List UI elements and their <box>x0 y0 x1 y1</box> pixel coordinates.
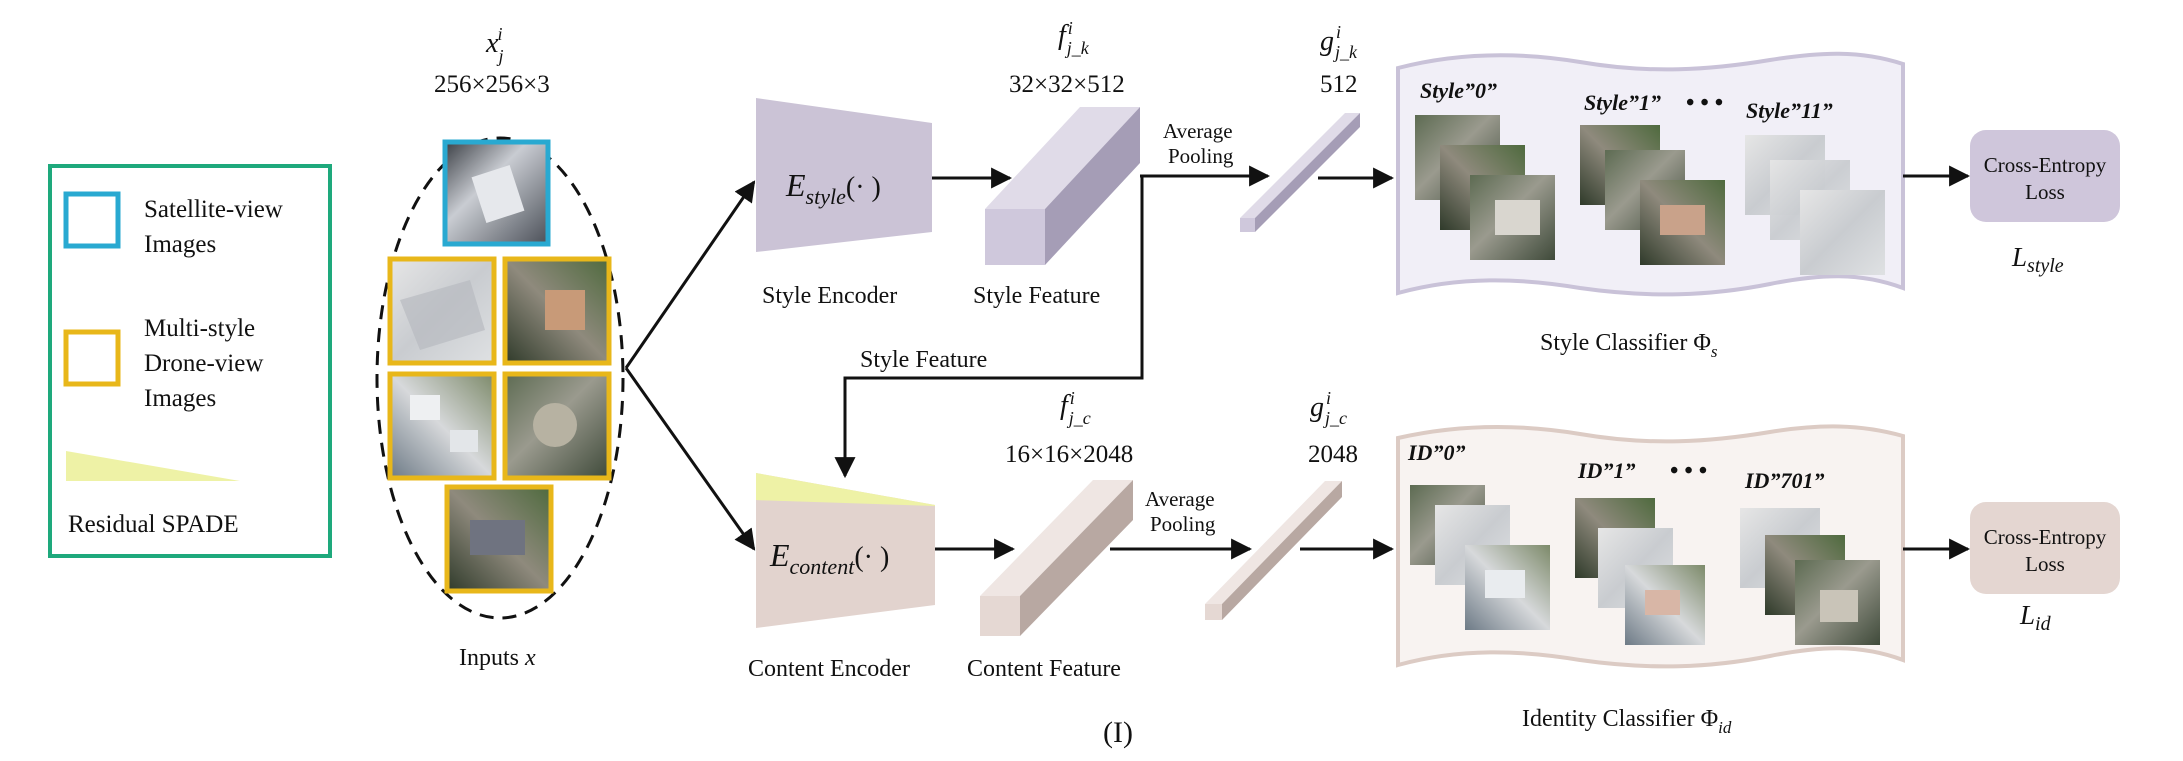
satellite-legend-label-2: Images <box>144 231 216 258</box>
satellite-legend-label-1: Satellite-view <box>144 196 283 223</box>
style-vector-size: 512 <box>1320 71 1358 98</box>
style-class-1-images <box>1580 125 1725 265</box>
drone-image-1 <box>387 256 497 366</box>
identity-class-0-label: ID”0” <box>1407 440 1465 465</box>
input-ellipse <box>375 136 625 620</box>
style-encoder-shape <box>756 98 932 252</box>
identity-class-0-images <box>1410 485 1550 630</box>
style-class-1-label: Style”1” <box>1584 90 1661 115</box>
residual-spade-label: Residual SPADE <box>68 511 239 538</box>
style-class-11-label: Style”11” <box>1746 98 1833 123</box>
identity-loss-label-2: Loss <box>2025 552 2065 576</box>
identity-class-701-label: ID”701” <box>1744 468 1824 493</box>
legend-box <box>48 164 332 558</box>
style-loss-label-2: Loss <box>2025 180 2065 204</box>
drone-image-4 <box>502 371 612 481</box>
content-pooling-label-2: Pooling <box>1150 512 1216 536</box>
residual-spade-swatch <box>66 451 240 481</box>
drone-legend-label-3: Images <box>144 385 216 412</box>
style-pooling-label-1: Average <box>1163 119 1233 143</box>
style-feature-size: 32×32×512 <box>1009 71 1125 98</box>
identity-loss-symbol: Lid <box>2019 600 2052 635</box>
satellite-legend-swatch <box>63 191 121 249</box>
content-encoder-spade-fill <box>756 476 930 505</box>
style-feature-block <box>985 107 1140 265</box>
identity-class-dots: • • • <box>1670 458 1707 484</box>
identity-class-1-images <box>1575 498 1705 645</box>
style-class-0-label: Style”0” <box>1420 78 1497 103</box>
arrow-inputs-to-style <box>624 180 756 369</box>
input-var: xji <box>485 24 503 66</box>
legend: Satellite-view Images Multi-style Drone-… <box>48 164 332 558</box>
identity-loss-label-1: Cross-Entropy <box>1984 525 2107 549</box>
content-vector-size: 2048 <box>1308 441 1358 468</box>
identity-loss-box <box>1970 502 2120 594</box>
style-loss-label-1: Cross-Entropy <box>1984 153 2107 177</box>
input-size: 256×256×3 <box>434 71 550 98</box>
inputs-caption: Inputs x <box>459 645 536 671</box>
style-encoder-caption: Style Encoder <box>762 283 897 309</box>
content-encoder-caption: Content Encoder <box>748 656 910 682</box>
satellite-image <box>442 139 551 247</box>
drone-legend-label-2: Drone-view <box>144 350 263 377</box>
style-vector-block <box>1240 113 1360 232</box>
style-feature-connector: Style Feature <box>834 176 1144 479</box>
identity-class-701-images <box>1740 508 1880 645</box>
style-loss-box <box>1970 130 2120 222</box>
content-feature-size: 16×16×2048 <box>1005 441 1133 468</box>
identity-class-1-label: ID”1” <box>1577 458 1635 483</box>
drone-image-2 <box>502 256 612 366</box>
identity-classifier-caption: Identity Classifier Φid <box>1522 706 1732 737</box>
content-encoder-shape <box>756 473 935 628</box>
content-pooling-label-1: Average <box>1145 487 1215 511</box>
style-loss-symbol: Lstyle <box>2011 242 2064 277</box>
content-vector-block <box>1205 481 1342 620</box>
drone-image-5 <box>444 484 554 594</box>
style-feature-caption: Style Feature <box>973 283 1100 309</box>
content-encoder-symbol: Econtent(· ) <box>769 537 889 579</box>
content-feature-caption: Content Feature <box>967 656 1121 682</box>
style-class-11-images <box>1745 135 1885 275</box>
figure-label: (I) <box>1103 716 1133 749</box>
connector-label: Style Feature <box>860 347 987 373</box>
style-class-dots: • • • <box>1686 90 1723 116</box>
style-classifier-caption: Style Classifier Φs <box>1540 330 1718 361</box>
content-feature-block <box>980 480 1133 636</box>
style-pooling-label-2: Pooling <box>1168 144 1234 168</box>
inputs-group: xji 256×256×3 <box>375 24 625 671</box>
drone-legend-label-1: Multi-style <box>144 315 255 342</box>
arrow-inputs-to-content <box>624 367 756 551</box>
drone-image-3 <box>387 371 497 481</box>
drone-legend-swatch <box>63 329 121 387</box>
style-class-0-images <box>1415 115 1555 260</box>
style-encoder-symbol: Estyle(· ) <box>785 167 881 209</box>
